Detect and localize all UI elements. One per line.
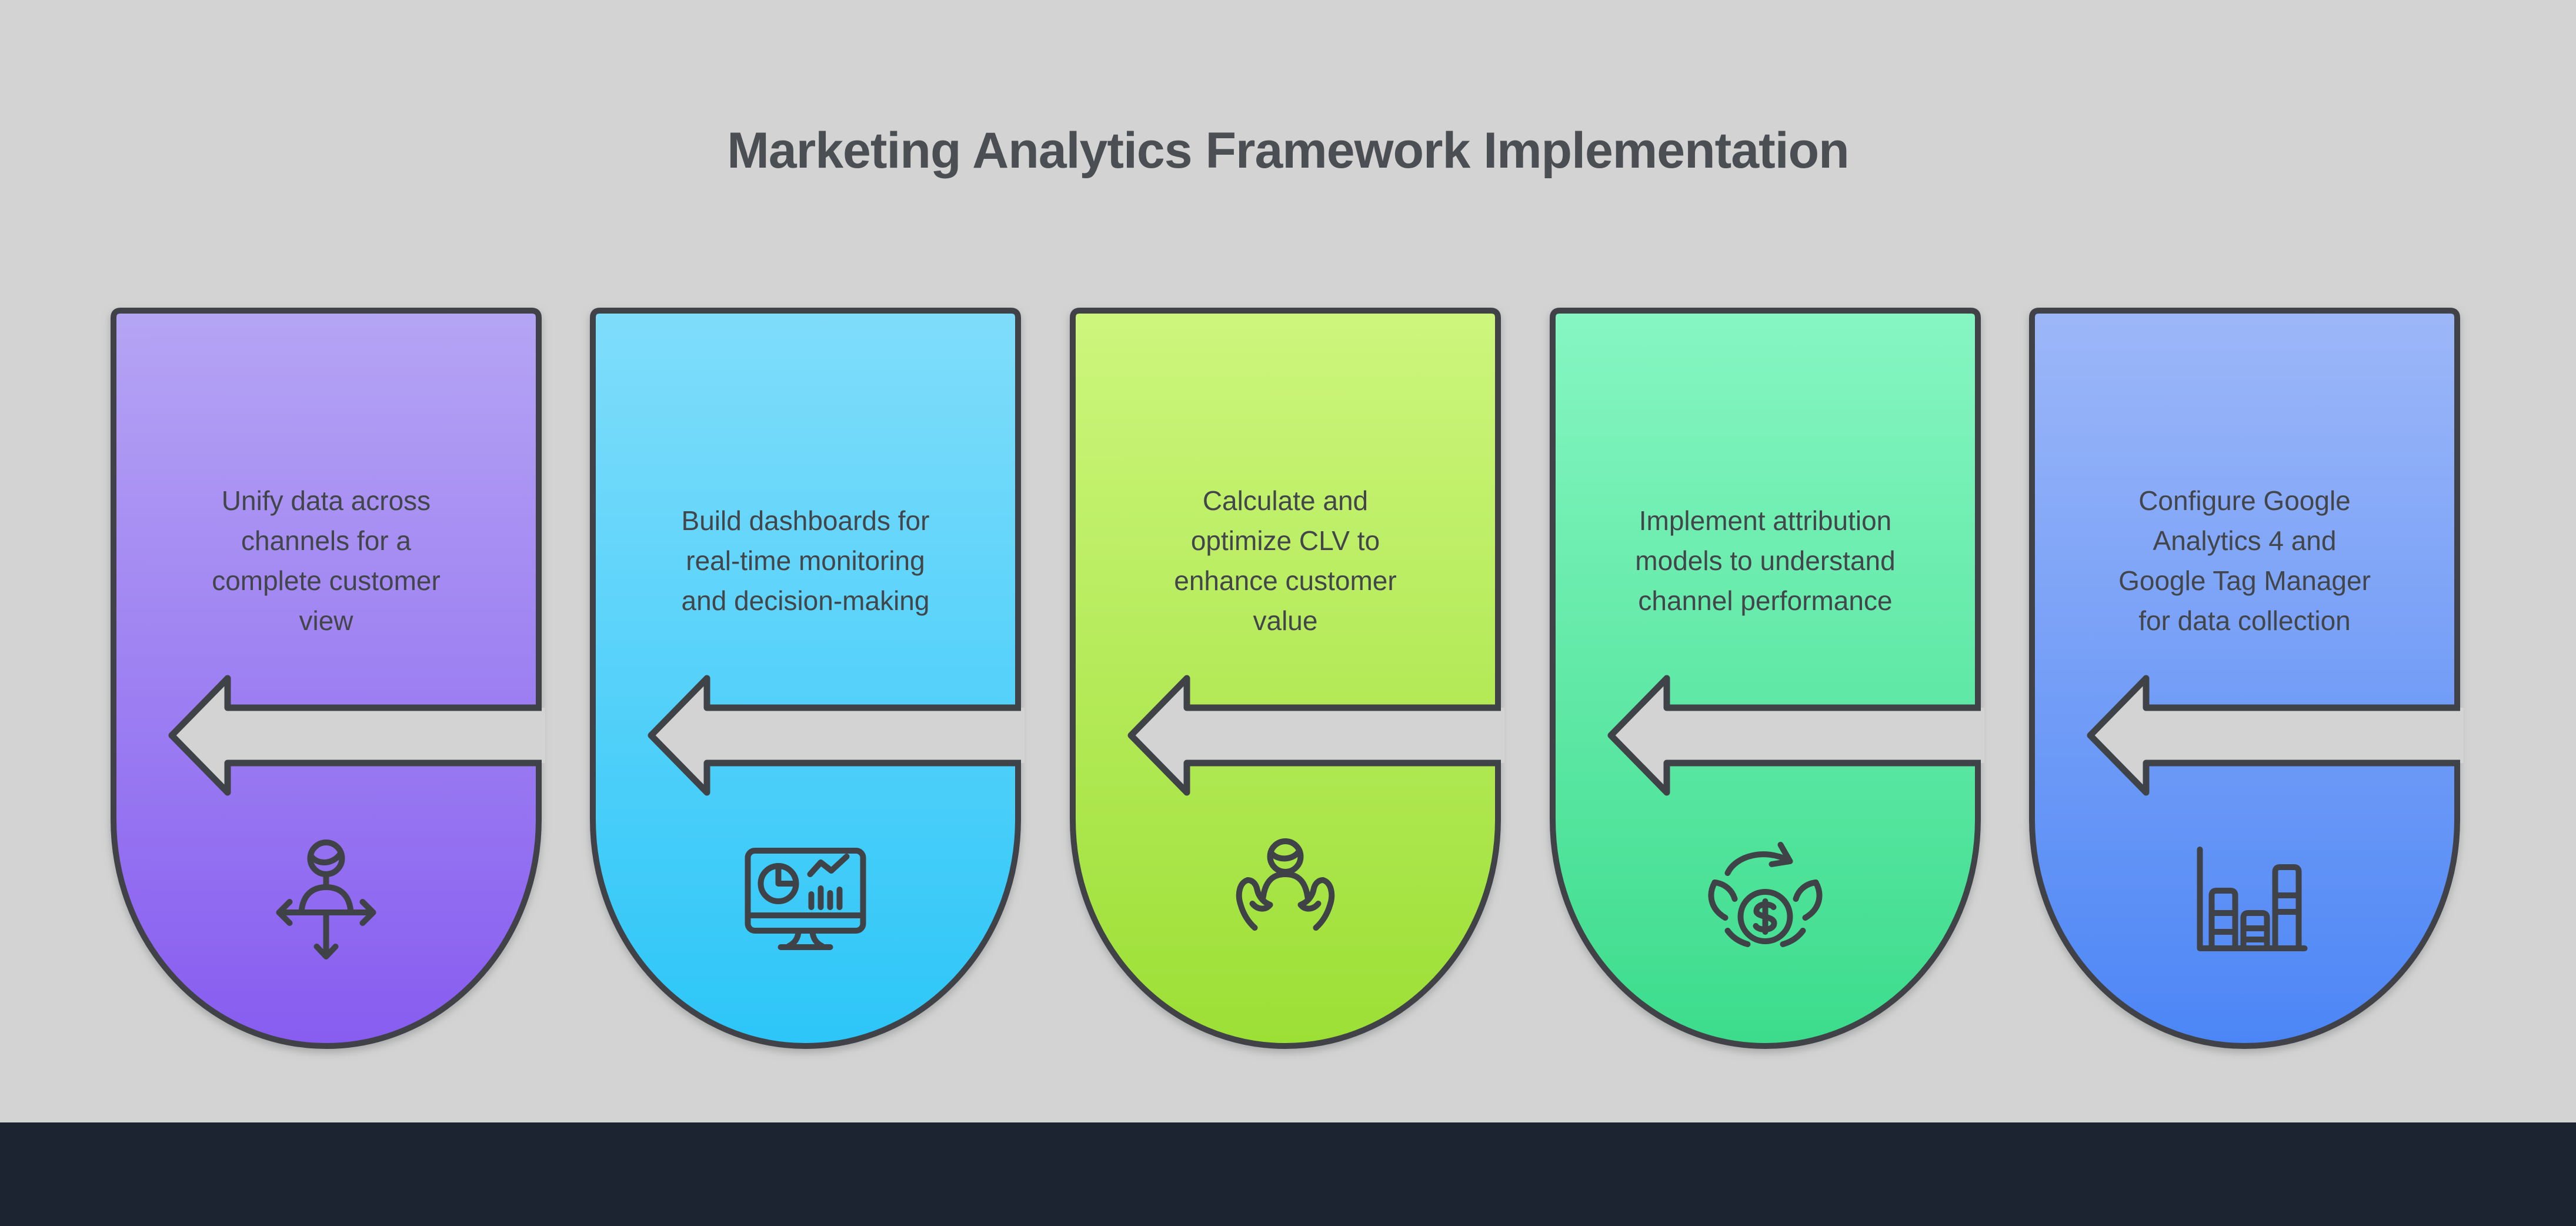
step-card-4: Implement attribution models to understa… (1550, 308, 1984, 1049)
flow-arrow (1127, 675, 1504, 796)
card-shape (111, 308, 542, 1049)
step-card-5: Configure Google Analytics 4 and Google … (2029, 308, 2464, 1049)
card-shape (590, 308, 1021, 1049)
flow-arrow (1607, 675, 1984, 796)
step-card-2: Build dashboards for real-time monitorin… (590, 308, 1025, 1049)
step-card-1-graphic (111, 308, 545, 1049)
step-card-2-graphic (590, 308, 1025, 1049)
step-text: Unify data across channels for a complet… (212, 485, 441, 636)
customer-care-icon (1236, 838, 1335, 931)
person-move-icon (276, 839, 376, 960)
card-shape (1070, 308, 1501, 1049)
step-text: Implement attribution models to understa… (1635, 505, 1896, 616)
dashboard-monitor-icon (745, 848, 866, 950)
step-text: Build dashboards for real-time monitorin… (681, 505, 930, 616)
bar-chart-icon (2197, 847, 2308, 951)
step-text: Calculate and optimize CLV to enhance cu… (1174, 485, 1397, 636)
footer-bar (0, 1122, 2576, 1226)
money-cycle-icon (1708, 842, 1823, 947)
card-shape (1550, 308, 1981, 1049)
step-card-3: Calculate and optimize CLV to enhance cu… (1070, 308, 1504, 1049)
step-card-4-graphic (1550, 308, 1984, 1049)
flow-arrow (168, 675, 545, 796)
step-card-3-graphic (1070, 308, 1504, 1049)
page-title: Marketing Analytics Framework Implementa… (727, 122, 1849, 179)
step-text: Configure Google Analytics 4 and Google … (2118, 485, 2371, 636)
step-card-1: Unify data across channels for a complet… (111, 308, 545, 1049)
flow-arrow (2087, 675, 2464, 796)
card-shape (2029, 308, 2460, 1049)
step-card-5-graphic (2029, 308, 2464, 1049)
flow-arrow (648, 675, 1025, 796)
